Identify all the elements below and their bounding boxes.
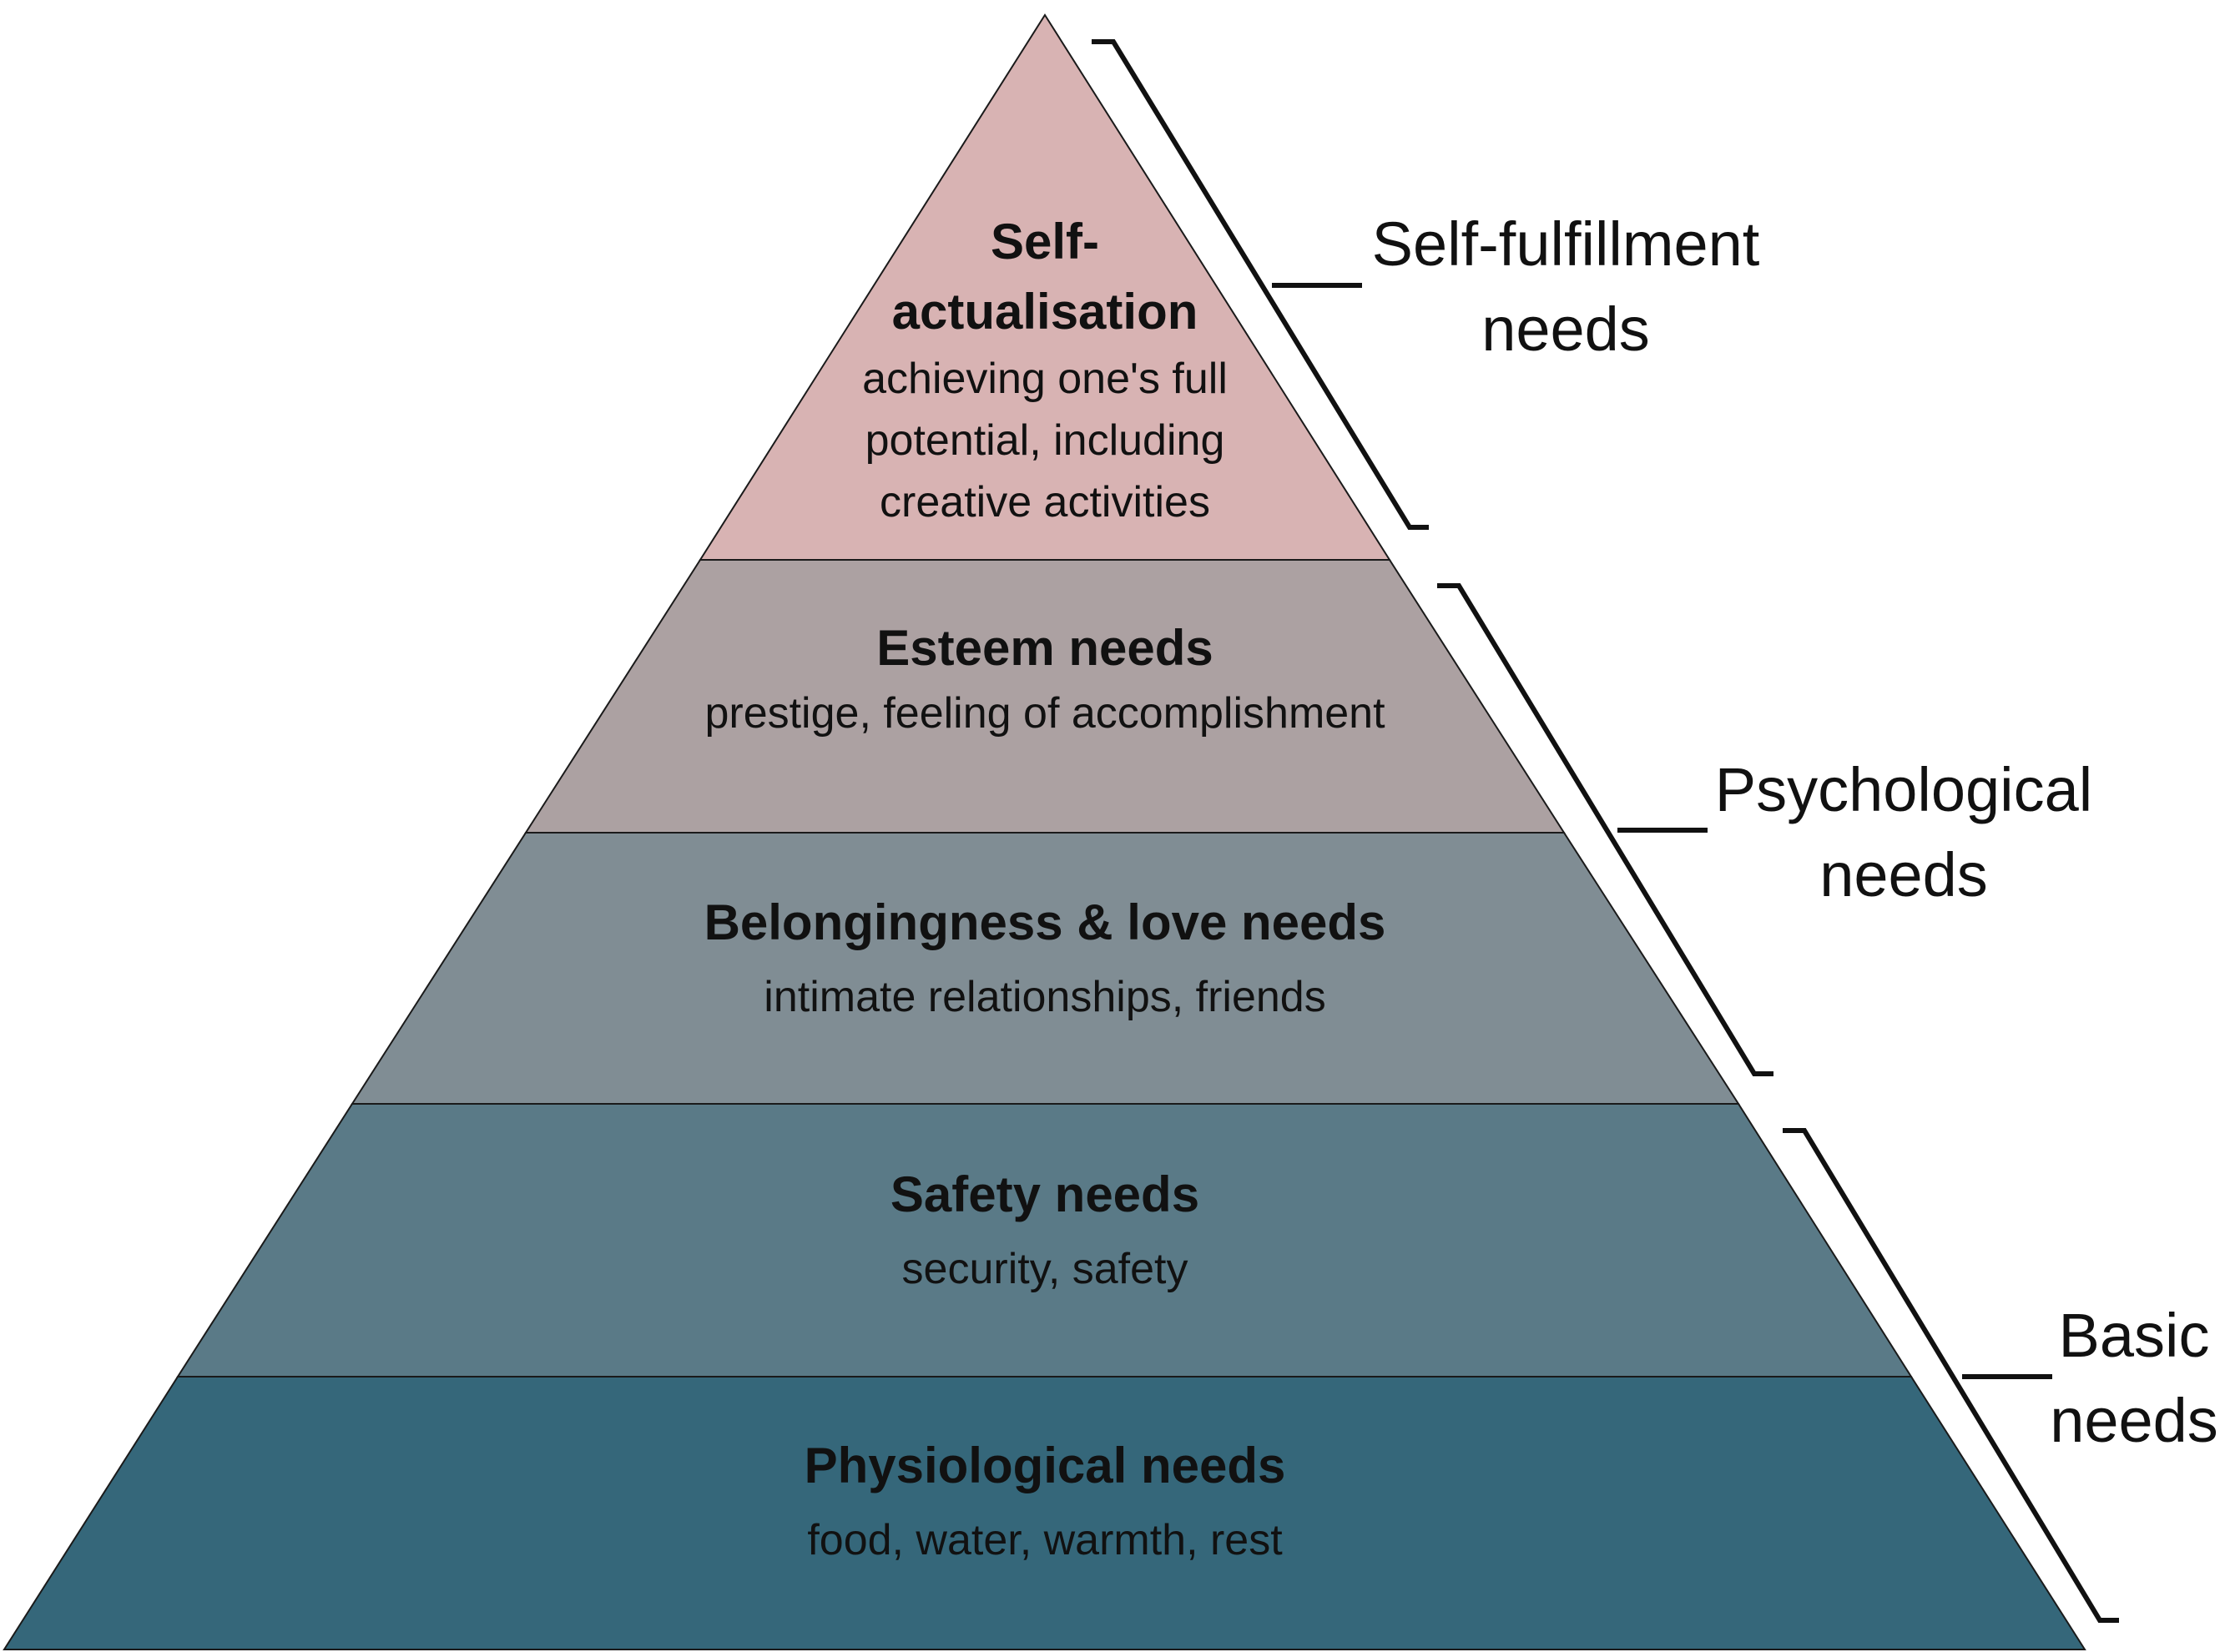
tier-safety-title: Safety needs — [891, 1166, 1199, 1222]
tier-safety-desc: security, safety — [902, 1245, 1188, 1293]
tier-esteem-desc: prestige, feeling of accomplishment — [704, 689, 1385, 738]
tier-self-actualisation-title-line2: actualisation — [892, 284, 1198, 340]
tier-belongingness-desc: intimate relationships, friends — [764, 973, 1325, 1021]
group-label-basic: Basic — [2059, 1301, 2210, 1370]
group-label-basic-line2: needs — [2050, 1386, 2218, 1455]
tier-physiological — [3, 1376, 2086, 1650]
tier-safety — [176, 1103, 1913, 1378]
bracket-basic — [1783, 1128, 2119, 1623]
group-label-psychological: Psychological — [1715, 755, 2092, 824]
tier-physiological-title: Physiological needs — [805, 1438, 1286, 1493]
bracket-psychological — [1437, 583, 1773, 1076]
bracket-self-fulfillment — [1092, 39, 1429, 530]
group-label-self-fulfillment: Self-fulfillment — [1372, 209, 1760, 279]
tier-esteem-title: Esteem needs — [876, 620, 1213, 676]
tier-physiological-desc: food, water, warmth, rest — [807, 1516, 1283, 1564]
group-label-self-fulfillment-line2: needs — [1481, 295, 1650, 364]
tier-self-actualisation-title: Self- — [991, 214, 1099, 269]
tier-self-actualisation-desc-line2: potential, including — [865, 416, 1225, 465]
tier-belongingness-title: Belongingness & love needs — [704, 894, 1386, 950]
tier-self-actualisation-desc-line3: creative activities — [880, 478, 1210, 526]
tier-self-actualisation-desc-line1: achieving one's full — [862, 355, 1228, 403]
group-label-psychological-line2: needs — [1819, 840, 1988, 909]
tier-belongingness — [351, 832, 1740, 1105]
